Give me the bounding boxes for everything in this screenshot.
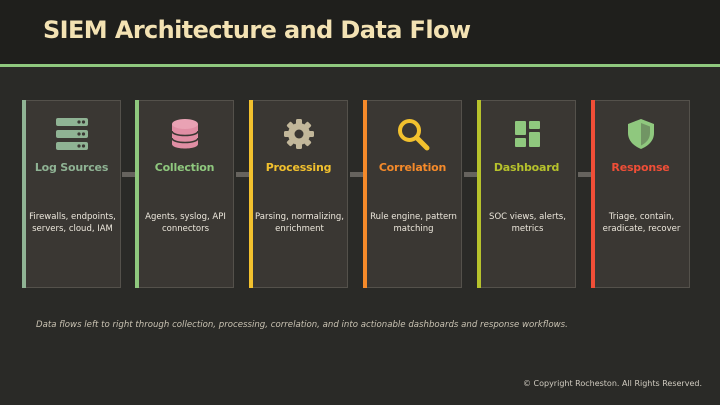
stage-label: Response — [611, 161, 670, 174]
stage-description: Agents, syslog, API connectors — [145, 212, 226, 234]
page-title: SIEM Architecture and Data Flow — [43, 16, 471, 44]
flow-caption: Data flows left to right through collect… — [36, 320, 568, 330]
stage-accent-bar — [477, 100, 481, 288]
stage-description: SOC views, alerts, metrics — [489, 212, 566, 234]
stage-accent-bar — [22, 100, 26, 288]
dashboard-grid-icon — [510, 117, 544, 151]
stage-correlation: Correlation Rule engine, pattern matchin… — [363, 100, 462, 288]
stage-log-sources: Log Sources Firewalls, endpoints, server… — [22, 100, 121, 288]
header-bar: SIEM Architecture and Data Flow — [0, 0, 720, 67]
stage-dashboard: Dashboard SOC views, alerts, metrics — [477, 100, 576, 288]
gear-icon — [282, 117, 316, 151]
shield-icon — [624, 117, 658, 151]
flow-connector — [236, 172, 250, 177]
stage-label: Log Sources — [34, 161, 109, 174]
flow-connector — [350, 172, 364, 177]
stage-processing: Processing Parsing, normalizing, enrichm… — [249, 100, 348, 288]
stage-collection: Collection Agents, syslog, API connector… — [135, 100, 234, 288]
stage-response: Response Triage, contain, eradicate, rec… — [591, 100, 690, 288]
stage-accent-bar — [363, 100, 367, 288]
stage-accent-bar — [249, 100, 253, 288]
stage-label: Collection — [154, 161, 215, 174]
stage-label: Processing — [265, 161, 332, 174]
magnifier-icon — [396, 117, 430, 151]
flow-connector — [122, 172, 136, 177]
flow-connector — [578, 172, 592, 177]
stage-accent-bar — [135, 100, 139, 288]
database-icon — [168, 117, 202, 151]
stage-description: Firewalls, endpoints, servers, cloud, IA… — [29, 212, 116, 234]
server-stack-icon — [55, 117, 89, 151]
stage-label: Dashboard — [493, 161, 560, 174]
stage-accent-bar — [591, 100, 595, 288]
stage-description: Parsing, normalizing, enrichment — [255, 212, 344, 234]
flow-connector — [464, 172, 478, 177]
copyright-notice: © Copyright Rocheston. All Rights Reserv… — [522, 379, 702, 388]
stage-description: Rule engine, pattern matching — [370, 212, 457, 234]
stage-label: Correlation — [378, 161, 447, 174]
stage-description: Triage, contain, eradicate, recover — [602, 212, 681, 234]
